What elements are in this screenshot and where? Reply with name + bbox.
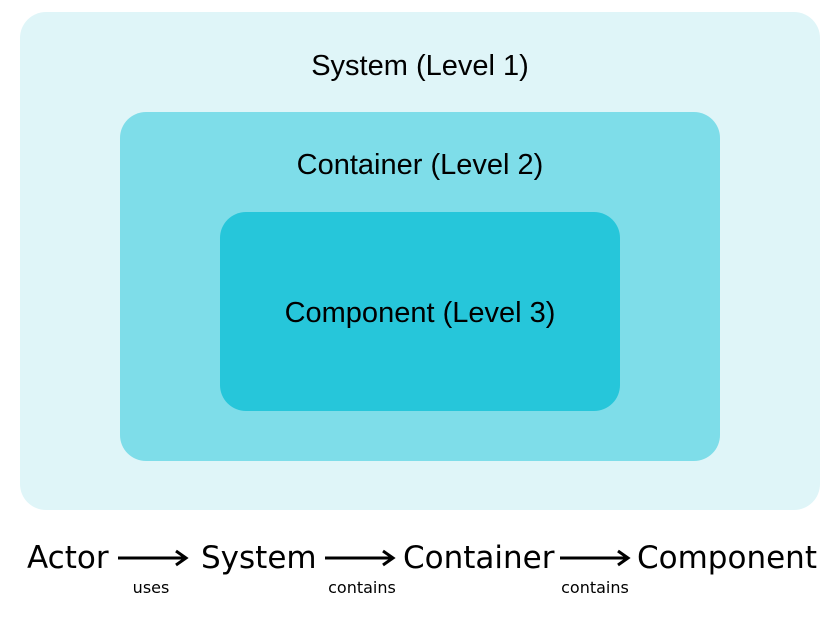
flow-relation-contains-1: contains <box>328 578 396 597</box>
flow-relation-contains-2: contains <box>561 578 629 597</box>
flow-term-container: Container <box>403 540 555 576</box>
flow-term-component: Component <box>637 540 817 576</box>
component-level-label: Component (Level 3) <box>284 297 556 329</box>
component-level-box <box>220 212 620 411</box>
flow-relation-uses: uses <box>132 578 170 597</box>
contains-arrow-icon <box>325 549 396 567</box>
contains-arrow-icon <box>560 549 631 567</box>
flow-term-actor: Actor <box>27 540 109 576</box>
flow-term-system: System <box>201 540 317 576</box>
container-level-label: Container (Level 2) <box>296 149 544 181</box>
system-level-label: System (Level 1) <box>311 50 529 82</box>
uses-arrow-icon <box>118 549 189 567</box>
